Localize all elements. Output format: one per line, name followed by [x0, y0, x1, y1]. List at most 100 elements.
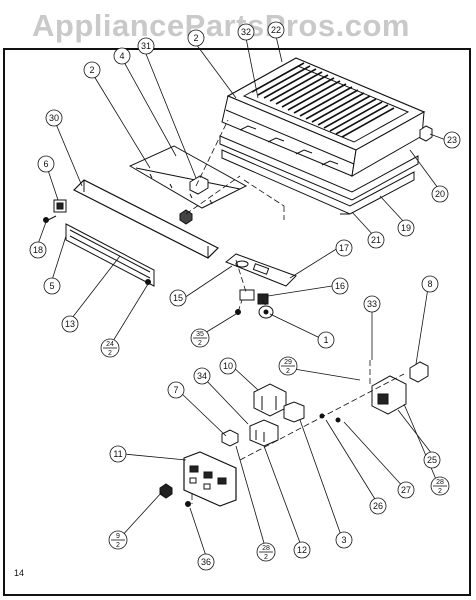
callout-2: 2: [187, 29, 205, 47]
bracket-25: [371, 375, 407, 415]
callout-12: 12: [293, 541, 311, 559]
svg-text:36: 36: [201, 557, 211, 567]
callout-1: 1: [317, 331, 335, 349]
svg-text:35: 35: [196, 331, 204, 338]
svg-text:29: 29: [284, 359, 292, 366]
knob-1: [258, 305, 274, 319]
callout-7: 7: [167, 381, 185, 399]
svg-text:24: 24: [106, 341, 114, 348]
svg-text:20: 20: [435, 189, 445, 199]
callout-5: 5: [43, 277, 61, 295]
fraction-28-2: 282: [256, 542, 276, 562]
svg-text:4: 4: [119, 51, 124, 61]
screw-36: [185, 501, 191, 507]
shelf-grille-assembly: [219, 57, 433, 215]
callout-19: 19: [397, 219, 415, 237]
svg-text:2: 2: [438, 488, 442, 495]
switch-16: [239, 289, 269, 305]
callout-30: 30: [45, 109, 63, 127]
screw-9: [159, 483, 173, 499]
callout-17: 17: [335, 239, 353, 257]
callout-25: 25: [423, 451, 441, 469]
svg-text:25: 25: [427, 455, 437, 465]
screw-18: [43, 215, 57, 223]
svg-text:34: 34: [197, 371, 207, 381]
svg-text:31: 31: [141, 41, 151, 51]
svg-text:2: 2: [286, 368, 290, 375]
module-12: [249, 419, 279, 447]
svg-text:12: 12: [297, 545, 307, 555]
svg-text:3: 3: [341, 535, 346, 545]
bar-13: [65, 223, 155, 287]
svg-text:33: 33: [367, 299, 377, 309]
grille-slats: [251, 62, 395, 138]
fraction-24-2: 242: [100, 338, 120, 358]
svg-text:32: 32: [241, 27, 251, 37]
clip-7: [221, 429, 239, 447]
svg-text:16: 16: [335, 281, 345, 291]
fraction-callouts: 242 352 292 282 282 92: [100, 328, 450, 562]
svg-text:1: 1: [323, 335, 328, 345]
svg-text:8: 8: [427, 279, 432, 289]
callout-8: 8: [421, 275, 439, 293]
callout-21: 21: [367, 231, 385, 249]
bracket-8: [409, 361, 429, 383]
callout-20: 20: [431, 185, 449, 203]
fraction-29-2: 292: [278, 356, 298, 376]
svg-text:26: 26: [373, 501, 383, 511]
callout-31: 31: [137, 37, 155, 55]
callout-13: 13: [61, 315, 79, 333]
svg-text:28: 28: [262, 545, 270, 552]
svg-text:27: 27: [401, 485, 411, 495]
svg-text:13: 13: [65, 319, 75, 329]
callout-leaders: [37, 35, 447, 557]
housing-17: [225, 253, 297, 287]
fraction-28-2: 282: [430, 476, 450, 496]
svg-text:2: 2: [193, 33, 198, 43]
callout-4: 4: [113, 47, 131, 65]
svg-text:9: 9: [116, 533, 120, 540]
svg-text:28: 28: [436, 479, 444, 486]
svg-text:10: 10: [223, 361, 233, 371]
small-clip-31: [189, 175, 209, 195]
svg-text:19: 19: [401, 223, 411, 233]
callout-27: 27: [397, 481, 415, 499]
svg-text:2: 2: [89, 65, 94, 75]
page-number: 14: [14, 568, 25, 578]
screw-24: [145, 279, 151, 285]
callout-2: 2: [83, 61, 101, 79]
fraction-35-2: 352: [190, 328, 210, 348]
svg-text:2: 2: [116, 542, 120, 549]
block-10: [253, 383, 287, 417]
svg-text:2: 2: [108, 350, 112, 357]
callout-10: 10: [219, 357, 237, 375]
svg-text:17: 17: [339, 243, 349, 253]
callout-bubbles: 2 4 31 2 32 22 30 6 18 5 13 23 20 19 21 …: [29, 21, 461, 571]
svg-text:18: 18: [33, 245, 43, 255]
callout-26: 26: [369, 497, 387, 515]
callout-15: 15: [169, 289, 187, 307]
callout-33: 33: [363, 295, 381, 313]
callout-23: 23: [443, 131, 461, 149]
svg-text:5: 5: [49, 281, 54, 291]
svg-text:30: 30: [49, 113, 59, 123]
svg-text:15: 15: [173, 293, 183, 303]
svg-text:2: 2: [198, 340, 202, 347]
svg-text:23: 23: [447, 135, 457, 145]
callout-6: 6: [37, 155, 55, 173]
svg-text:22: 22: [271, 25, 281, 35]
callout-11: 11: [109, 445, 127, 463]
callout-18: 18: [29, 241, 47, 259]
watermark: AppliancePartsPros.com: [32, 8, 410, 43]
callout-36: 36: [197, 553, 215, 571]
fraction-9-2: 92: [108, 530, 128, 550]
control-panel-11: [183, 451, 237, 507]
svg-text:2: 2: [264, 554, 268, 561]
diagram-frame: [3, 48, 471, 596]
assembly-lines: [185, 119, 405, 504]
callout-32: 32: [237, 23, 255, 41]
bracket-6: [53, 199, 67, 213]
svg-text:6: 6: [43, 159, 48, 169]
